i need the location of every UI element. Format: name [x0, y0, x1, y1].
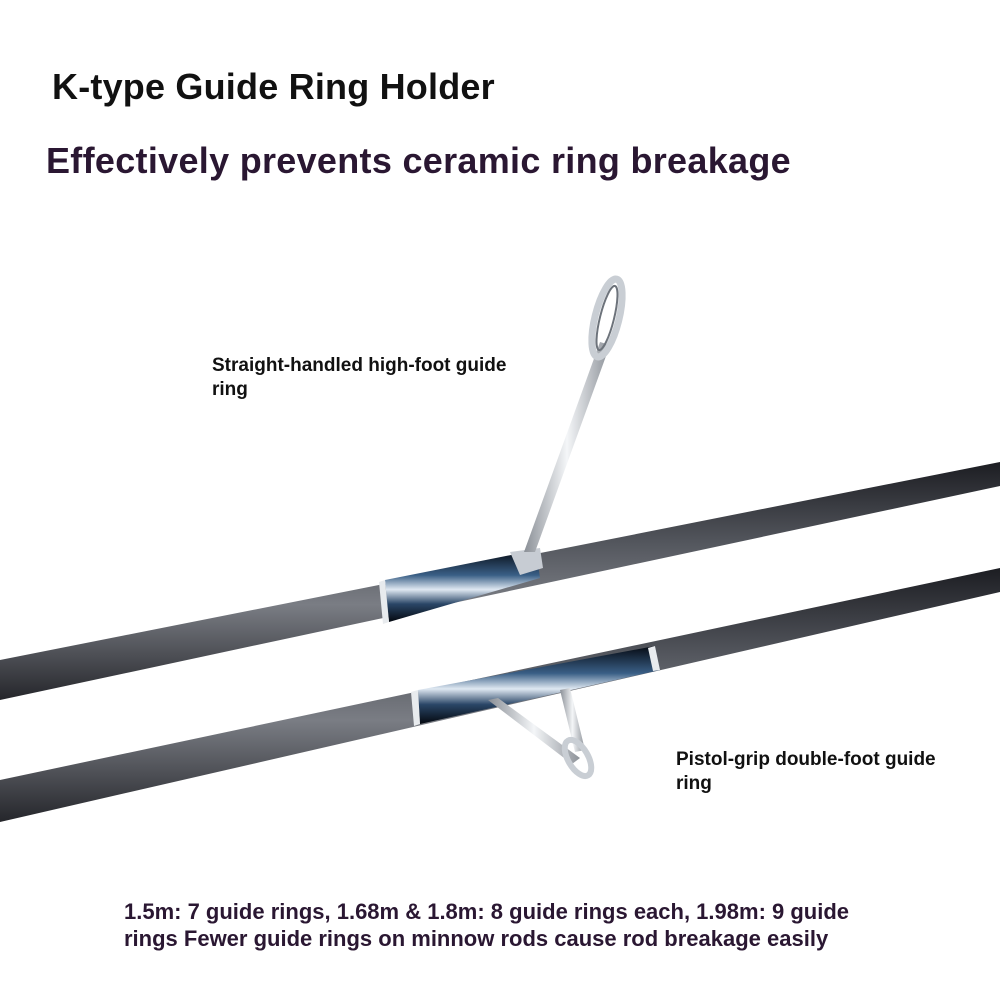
callout-straight-guide: Straight-handled high-foot guide ring: [212, 355, 507, 400]
lower-rod: [0, 568, 1000, 822]
footer-note: 1.5m: 7 guide rings, 1.68m & 1.8m: 8 gui…: [124, 898, 944, 952]
footer-line-1: 1.5m: 7 guide rings, 1.68m & 1.8m: 8 gui…: [124, 899, 850, 924]
upper-rod: [0, 275, 1000, 700]
callout-pistol-guide: Pistol-grip double-foot guide ring: [676, 749, 936, 794]
headline: K-type Guide Ring Holder: [52, 66, 495, 107]
subheadline: Effectively prevents ceramic ring breaka…: [46, 140, 791, 181]
footer-line-2: rings Fewer guide rings on minnow rods c…: [124, 926, 829, 951]
